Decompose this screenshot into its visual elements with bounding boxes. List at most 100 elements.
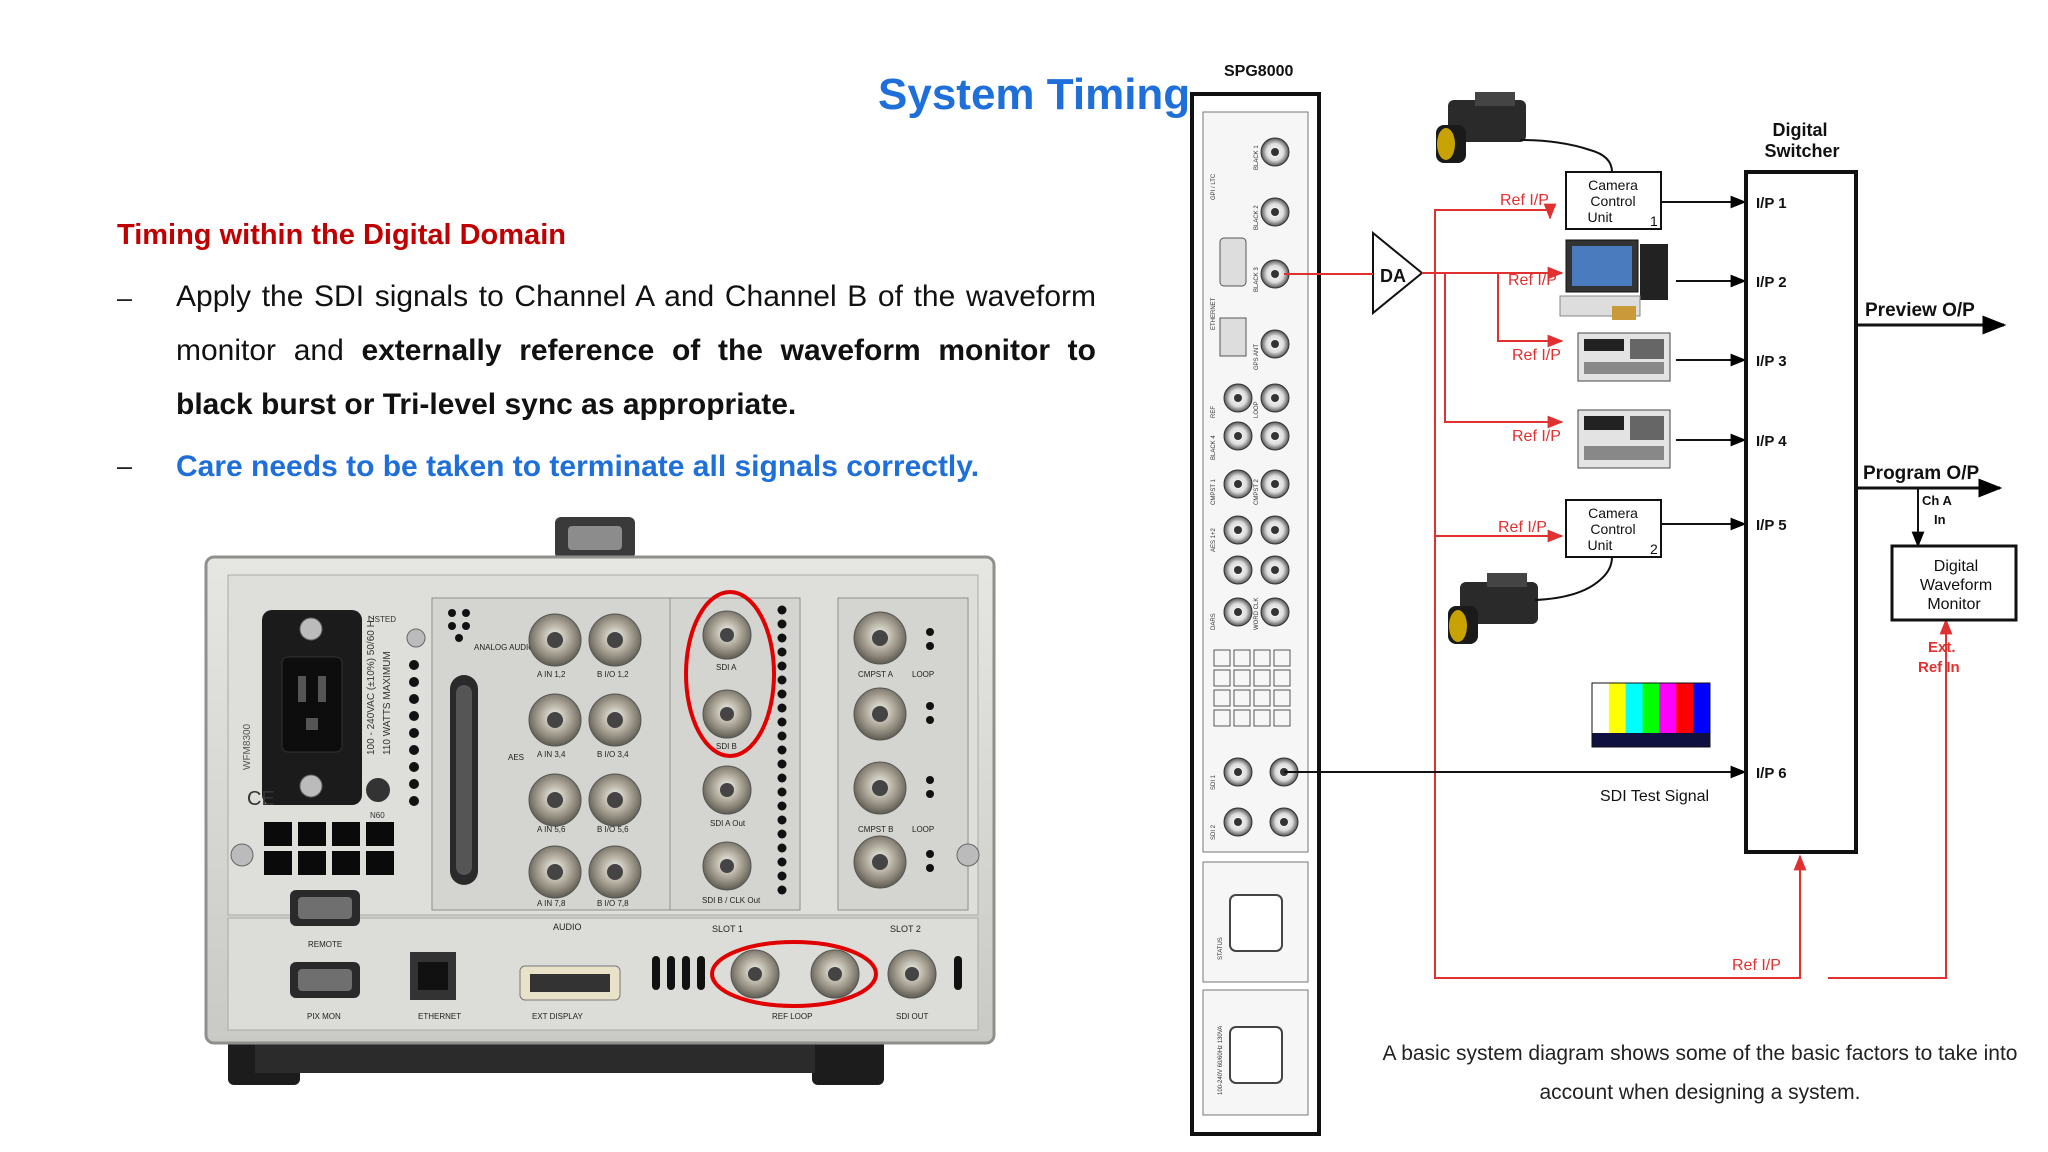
aes-label: AES xyxy=(508,753,524,762)
loop-b-label: LOOP xyxy=(912,825,934,834)
b-io-56-label: B I/O 5,6 xyxy=(597,825,629,834)
spg-bnc-pin xyxy=(1271,480,1279,488)
vtr-1-icon xyxy=(1577,332,1671,382)
spg-panel-label: BLACK 1 xyxy=(1254,145,1260,170)
sdi-inputs-highlight xyxy=(684,590,776,758)
spg-panel-label: REF xyxy=(1211,406,1217,418)
input-label-1: I/P 1 xyxy=(1756,195,1787,212)
spg-panel-label: SDI 2 xyxy=(1211,824,1217,840)
cmpst-a-label: CMPST A xyxy=(858,670,894,679)
waveform-monitor-box xyxy=(1890,544,2018,622)
model-label: WFM8300 xyxy=(242,723,253,770)
power-rating-label: 100 - 240VAC (±10%) 50/60 Hz xyxy=(366,615,377,755)
spg-bnc-pin xyxy=(1234,818,1242,826)
ref-ip-label-4: Ref I/P xyxy=(1512,428,1561,445)
camera-1-icon xyxy=(1436,92,1526,163)
spg-bnc-pin xyxy=(1271,270,1279,278)
bullet-2: Care needs to be taken to terminate all … xyxy=(176,450,980,483)
ccu-2 xyxy=(1565,499,1662,558)
ccu-2-number: 2 xyxy=(1650,541,1658,557)
audio-slot-label: AUDIO xyxy=(553,922,582,932)
ref-ip-label-2: Ref I/P xyxy=(1508,272,1557,289)
sdi-a-out-label: SDI A Out xyxy=(710,819,746,828)
spg-bnc-pin xyxy=(1271,526,1279,534)
sdi-b-label: SDI B xyxy=(716,742,737,751)
slot2-label: SLOT 2 xyxy=(890,924,921,934)
bullet-marker-2: – xyxy=(117,451,133,481)
a-in-56-label: A IN 5,6 xyxy=(537,825,566,834)
input-label-6: I/P 6 xyxy=(1756,765,1787,782)
waveform-monitor-rear-photo: 100 - 240VAC (±10%) 50/60 Hz 110 WATTS M… xyxy=(204,517,996,1085)
b-io-12-label: B I/O 1,2 xyxy=(597,670,629,679)
audio-bnc-connectors xyxy=(528,613,642,899)
bullet-1-bold: externally reference of the waveform mon… xyxy=(176,334,1096,421)
spg-bnc-pin xyxy=(1271,208,1279,216)
ext-ref-label-1: Ext. xyxy=(1928,639,1956,656)
input-label-2: I/P 2 xyxy=(1756,274,1787,291)
foot-right xyxy=(812,1035,884,1085)
spg-panel-label: GPI / LTC xyxy=(1211,173,1217,200)
spg-title: SPG8000 xyxy=(1224,63,1293,80)
vtr-2-icon xyxy=(1577,409,1671,469)
color-bar-base xyxy=(1592,733,1710,747)
wfm-line-1: Digital xyxy=(1934,558,1978,575)
ref-ip-label-6: Ref I/P xyxy=(1732,957,1781,974)
spg-panel-label: STATUS xyxy=(1218,937,1224,960)
sdi-dot-column xyxy=(777,605,787,895)
sdi-out-label: SDI OUT xyxy=(896,1012,929,1021)
color-bar xyxy=(1676,683,1694,733)
spg-panel-label: GPS ANT xyxy=(1254,344,1260,370)
spg-bnc-connectors xyxy=(1223,137,1299,837)
ext-display-label: EXT DISPLAY xyxy=(532,1012,584,1021)
a-in-34-label: A IN 3,4 xyxy=(537,750,566,759)
input-label-4: I/P 4 xyxy=(1756,433,1787,450)
spg-bnc-pin xyxy=(1271,566,1279,574)
color-bar xyxy=(1642,683,1660,733)
cmpst-b-label: CMPST B xyxy=(858,825,893,834)
spg-panel-label: SDI 1 xyxy=(1211,774,1217,790)
listed-label: LISTED xyxy=(368,615,396,624)
program-output-label: Program O/P xyxy=(1863,463,1979,484)
ccu-2-line-3: Unit xyxy=(1588,537,1613,553)
ref-loop-label: REF LOOP xyxy=(772,1012,812,1021)
reference-lines xyxy=(1284,203,1953,979)
switcher-title-2: Switcher xyxy=(1764,141,1839,161)
spg-panel-label: AES 1+2 xyxy=(1211,527,1217,552)
color-bar xyxy=(1592,683,1610,733)
input-label-5: I/P 5 xyxy=(1756,517,1787,534)
ch-a-label-1: Ch A xyxy=(1922,493,1952,508)
section-heading: Timing within the Digital Domain xyxy=(117,219,566,251)
vent-slots-right xyxy=(954,956,962,990)
wfm-line-2: Waveform xyxy=(1920,577,1992,594)
sdi-a-label: SDI A xyxy=(716,663,737,672)
remote-label: REMOTE xyxy=(308,940,342,949)
spg-panel-label: CMPST 1 xyxy=(1211,478,1217,505)
input-arrows xyxy=(1284,195,1747,779)
ccu-2-line-1: Camera xyxy=(1588,505,1638,521)
ccu-1-line-1: Camera xyxy=(1588,177,1638,193)
spg-panel-label: BLACK 2 xyxy=(1254,205,1260,230)
spg-bnc-pin xyxy=(1234,394,1242,402)
ccu-1 xyxy=(1565,171,1662,230)
spg-bnc-pin xyxy=(1271,340,1279,348)
watts-label: 110 WATTS MAXIMUM xyxy=(382,651,393,755)
ccu-1-line-2: Control xyxy=(1590,193,1635,209)
bullet-marker: – xyxy=(117,283,133,313)
switcher-title-1: Digital xyxy=(1772,120,1827,140)
ref-ip-label-5: Ref I/P xyxy=(1498,519,1547,536)
spg-bnc-pin xyxy=(1271,394,1279,402)
bullet-1-plain: Apply the SDI signals to Channel A and C… xyxy=(176,280,1096,367)
spg-bnc-pin xyxy=(1234,608,1242,616)
spg-panel-label: 100-240V 60/60Hz 130VA xyxy=(1218,1026,1224,1095)
spg-bnc-pin xyxy=(1234,566,1242,574)
ccu-1-line-3: Unit xyxy=(1588,209,1613,225)
slot1-label: SLOT 1 xyxy=(712,924,743,934)
color-bars-frame xyxy=(1591,682,1711,748)
ref-loop-highlight xyxy=(710,940,878,1008)
spg-bnc-pin xyxy=(1234,526,1242,534)
spg-panel-label: LOOP xyxy=(1254,401,1260,418)
bullet-1: Apply the SDI signals to Channel A and C… xyxy=(176,270,1096,432)
spg-bnc-pin xyxy=(1234,432,1242,440)
spg-panel-label: BLACK 3 xyxy=(1254,267,1260,292)
color-bar xyxy=(1659,683,1677,733)
